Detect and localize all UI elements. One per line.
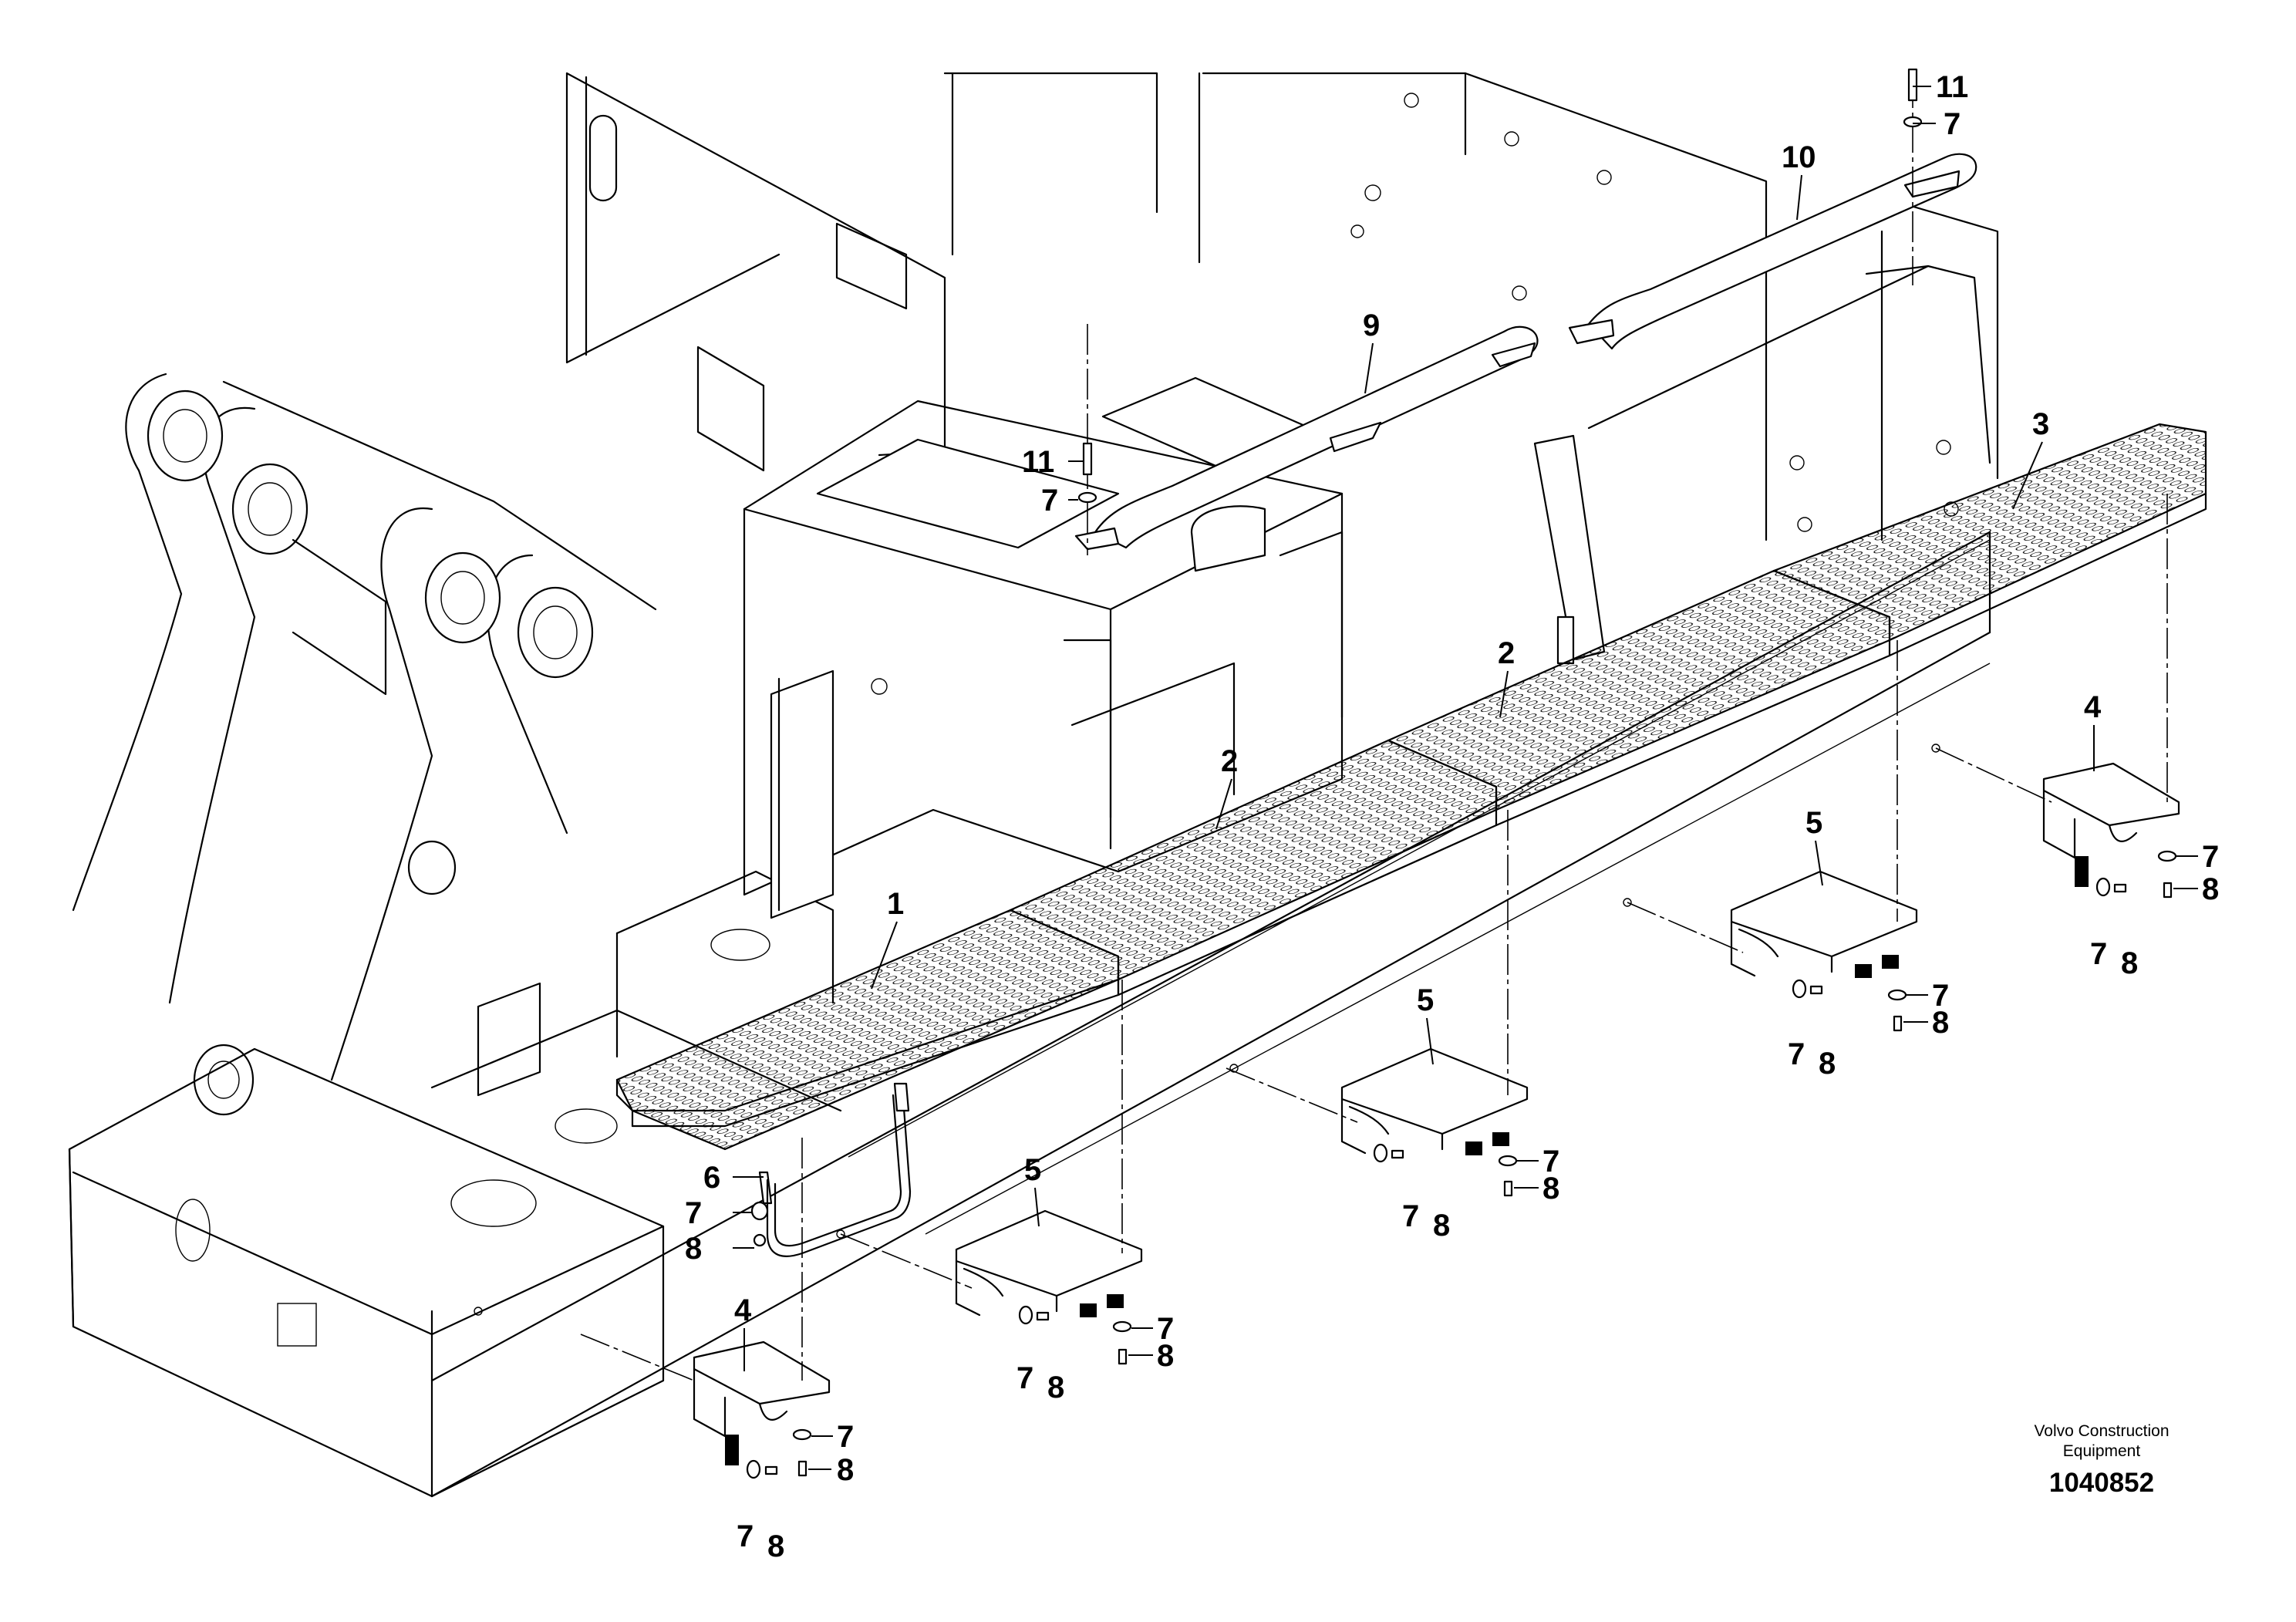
callout-2-rear: 2 (1498, 636, 1515, 670)
callout-7-5c-washer: 7 (1932, 979, 1949, 1013)
callout-8-5b-bolt: 8 (1542, 1172, 1559, 1206)
handrail-9 (1074, 325, 1539, 551)
callout-8-5c-side: 8 (1819, 1047, 1836, 1081)
callout-4-left: 4 (734, 1293, 752, 1327)
callout-9: 9 (1363, 309, 1380, 342)
brand-name: Volvo Construction (2034, 1422, 2169, 1440)
callout-8-handle: 8 (685, 1232, 702, 1266)
callout-2-front: 2 (1221, 744, 1238, 778)
handrail-support-posts (1063, 265, 1991, 819)
callout-8-left-side: 8 (767, 1529, 784, 1563)
boom-bracket-assembly (72, 373, 657, 1116)
handrail-10 (1568, 153, 1977, 350)
title-block: Volvo Construction Equipment 1040852 (2034, 1422, 2169, 1498)
assembly-leader-lines (580, 77, 2168, 1381)
callout-7-right-washer: 7 (2202, 840, 2219, 874)
callout-3: 3 (2032, 407, 2049, 441)
callout-8-5a-bolt: 8 (1157, 1339, 1174, 1373)
callout-7-left-side: 7 (737, 1519, 754, 1553)
callout-8-5a-side: 8 (1047, 1371, 1064, 1404)
callout-7-handle: 7 (685, 1196, 702, 1230)
callout-7-5b-side: 7 (1402, 1199, 1419, 1233)
callout-11-top: 11 (1936, 70, 1968, 104)
callout-10: 10 (1782, 140, 1816, 174)
bracket-5-c (1730, 870, 1918, 978)
callout-5-a: 5 (1024, 1153, 1041, 1187)
bracket-5-a (955, 1209, 1143, 1317)
callout-7-5a-side: 7 (1017, 1361, 1033, 1395)
bracket-4-left (693, 1340, 831, 1465)
callout-11-center: 11 (1022, 445, 1054, 479)
bracket-4-right (2042, 762, 2180, 887)
upper-frame-structure (565, 72, 1999, 541)
hardware-fasteners (746, 68, 2177, 1479)
callout-4-right: 4 (2084, 690, 2102, 724)
callout-6: 6 (703, 1161, 720, 1195)
walkway-plate-1 (615, 909, 1120, 1151)
brand-subtitle: Equipment (2063, 1442, 2141, 1460)
callout-7-5a-washer: 7 (1157, 1312, 1174, 1346)
callout-7-5b-washer: 7 (1542, 1145, 1559, 1179)
callout-7-top: 7 (1944, 107, 1961, 141)
callout-7-center: 7 (1041, 484, 1058, 518)
callout-8-right-bolt: 8 (2202, 872, 2219, 906)
callout-7-right-side: 7 (2090, 937, 2107, 971)
callout-7-left-washer: 7 (837, 1420, 854, 1454)
callout-5-b: 5 (1417, 983, 1434, 1017)
callout-leaders (733, 86, 2198, 1470)
drawing-number: 1040852 (2049, 1468, 2154, 1498)
callout-8-right-side: 8 (2121, 946, 2138, 980)
callout-8-5c-bolt: 8 (1932, 1006, 1949, 1040)
callout-1: 1 (887, 887, 904, 921)
slot-cutout (588, 114, 618, 202)
callout-8-left-bolt: 8 (837, 1453, 854, 1487)
bracket-5-b (1340, 1047, 1529, 1155)
callout-8-5b-side: 8 (1433, 1209, 1450, 1243)
callout-7-5c-side: 7 (1788, 1037, 1805, 1071)
walkway-plate-3 (1772, 423, 2207, 657)
callout-5-c: 5 (1805, 806, 1822, 840)
callout-labels: 1 2 2 3 4 4 5 5 5 6 9 10 11 11 7 7 7 8 7… (685, 70, 2219, 1563)
lower-chassis-frame (68, 870, 842, 1498)
